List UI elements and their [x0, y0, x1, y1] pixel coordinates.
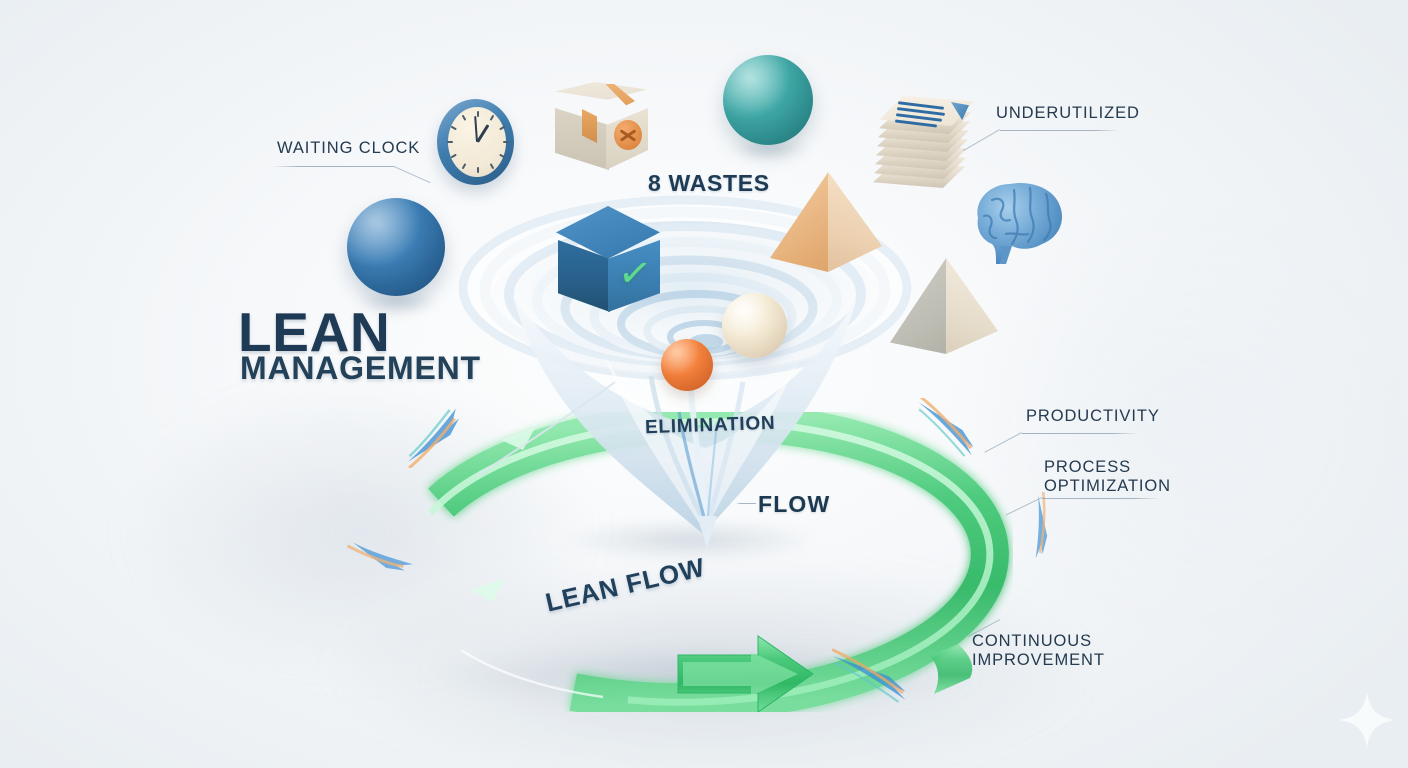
cycle-arrow-head-main	[677, 635, 814, 713]
blue-sphere-shadow	[356, 292, 438, 312]
box-face-top	[555, 82, 647, 100]
callout-continuous-improvement: CONTINUOUS IMPROVEMENT	[972, 632, 1105, 670]
label-flow: FLOW	[758, 491, 831, 517]
paper-stack-icon	[867, 88, 985, 196]
feather-accent-right-upper	[900, 394, 1000, 458]
page-title-lean: LEAN	[238, 301, 391, 363]
pyramid-face-left	[890, 258, 947, 354]
package-box-icon	[553, 82, 649, 174]
feather-accent-left	[340, 530, 420, 590]
page-title-management: MANAGEMENT	[240, 350, 481, 386]
callout-underutilized: UNDERUTILIZED	[996, 104, 1140, 122]
box-tape-left	[582, 109, 597, 143]
blue-cube: ✓	[556, 206, 660, 316]
brain-icon	[962, 174, 1070, 266]
blue-sphere	[347, 198, 445, 296]
callout-process-optimization: PROCESS OPTIMIZATION	[1044, 458, 1171, 496]
cycle-arrow-marker-upper	[501, 428, 535, 450]
feather-accent-bottom	[818, 648, 928, 708]
teal-sphere	[723, 55, 813, 145]
waiting-clock-icon	[437, 99, 514, 185]
box-x-badge-icon	[614, 120, 642, 150]
pyramid-face-left	[770, 172, 829, 272]
callout-waiting-clock: WAITING CLOCK	[277, 139, 421, 157]
cream-sphere	[722, 293, 787, 358]
orange-sphere	[661, 339, 713, 391]
leader-waiting-clock	[272, 166, 394, 167]
feather-accent-right-mid	[1000, 490, 1078, 562]
cycle-arrow-tail	[930, 644, 973, 694]
leader-underutilized	[1000, 130, 1120, 131]
sparkle-icon	[1337, 690, 1397, 750]
clock-hour-hand	[475, 124, 489, 143]
feather-accent-top-left	[392, 408, 482, 470]
cycle-arrow-marker-lower	[471, 578, 505, 602]
beige-pyramid	[890, 258, 998, 354]
label-8-wastes: 8 WASTES	[648, 170, 770, 196]
callout-productivity: PRODUCTIVITY	[1026, 407, 1160, 425]
checkmark-icon: ✓	[615, 249, 655, 298]
leader-waiting-clock-diagonal	[393, 166, 431, 184]
label-elimination: ELIMINATION	[644, 412, 776, 439]
leader-productivity	[1022, 433, 1138, 434]
funnel-ground-shadow	[560, 520, 820, 560]
clock-face	[447, 107, 509, 177]
teal-sphere-shadow	[731, 140, 807, 158]
orange-pyramid	[770, 172, 882, 272]
